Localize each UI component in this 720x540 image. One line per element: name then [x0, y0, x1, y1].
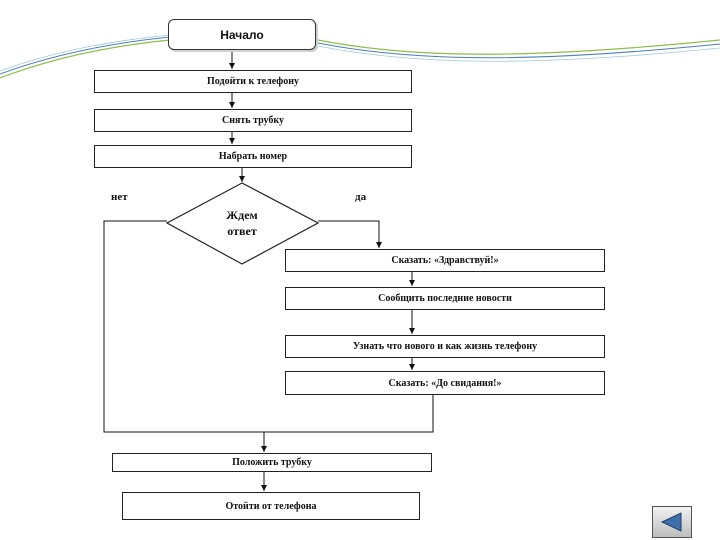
step-pick-up: Снять трубку: [94, 109, 412, 132]
step-hang-up: Положить трубку: [112, 453, 432, 472]
step-share-news: Сообщить последние новости: [285, 287, 605, 310]
start-terminal: Начало: [168, 19, 316, 50]
triangle-left-icon: [660, 512, 682, 532]
step-go-to-phone: Подойти к телефону: [94, 70, 412, 93]
step-dial: Набрать номер: [94, 145, 412, 168]
back-button[interactable]: [652, 506, 692, 538]
step-walk-away: Отойти от телефона: [122, 492, 420, 520]
decorative-wave: [0, 34, 720, 79]
decision-text: Ждем ответ: [226, 208, 258, 238]
branch-label-yes: да: [355, 191, 367, 203]
step-say-goodbye: Сказать: «До свидания!»: [285, 371, 605, 395]
branch-label-no: нет: [111, 191, 128, 203]
step-say-hello: Сказать: «Здравствуй!»: [285, 249, 605, 272]
decision-diamond: [165, 182, 320, 265]
step-ask-news: Узнать что нового и как жизнь телефону: [285, 335, 605, 358]
